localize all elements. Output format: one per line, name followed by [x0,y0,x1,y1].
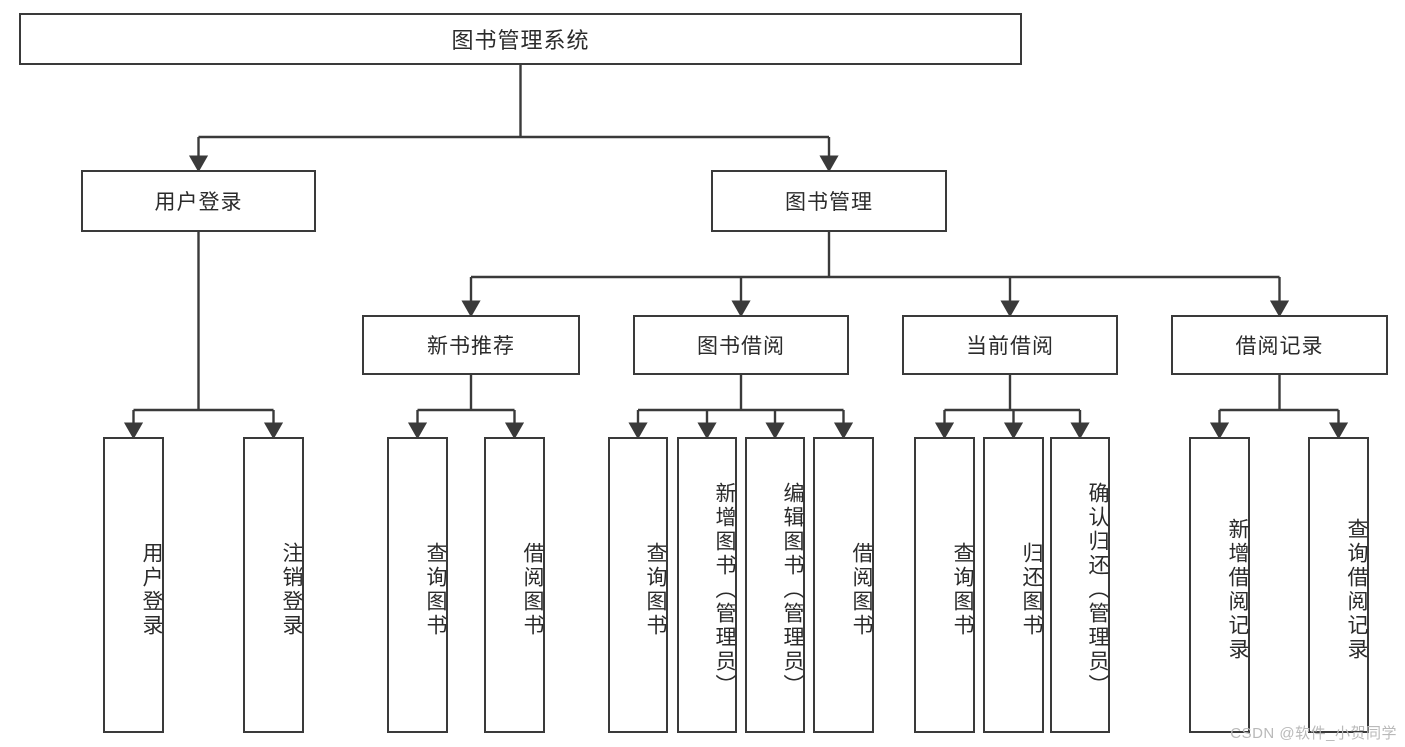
node-borrow-record[interactable]: 借阅记录 [1171,315,1388,375]
leaf-add-borrow-record[interactable]: 新增借阅记录 [1189,437,1250,733]
node-current-borrow[interactable]: 当前借阅 [902,315,1118,375]
leaf-borrow-book-new[interactable]: 借阅图书 [484,437,545,733]
leaf-return-book[interactable]: 归还图书 [983,437,1044,733]
node-new-book-recommend[interactable]: 新书推荐 [362,315,580,375]
leaf-confirm-return-admin[interactable]: 确认归还（管理员） [1050,437,1110,733]
leaf-add-book-admin[interactable]: 新增图书（管理员） [677,437,737,733]
leaf-query-book-new[interactable]: 查询图书 [387,437,448,733]
leaf-borrow-book[interactable]: 借阅图书 [813,437,874,733]
node-book-management[interactable]: 图书管理 [711,170,947,232]
leaf-logout[interactable]: 注销登录 [243,437,304,733]
leaf-query-book-borrow[interactable]: 查询图书 [608,437,668,733]
leaf-user-login[interactable]: 用户登录 [103,437,164,733]
leaf-query-book-current[interactable]: 查询图书 [914,437,975,733]
leaf-edit-book-admin[interactable]: 编辑图书（管理员） [745,437,805,733]
watermark: CSDN @软件_小贺同学 [1230,725,1397,742]
leaf-query-borrow-record[interactable]: 查询借阅记录 [1308,437,1369,733]
node-user-login[interactable]: 用户登录 [81,170,316,232]
node-book-borrow[interactable]: 图书借阅 [633,315,849,375]
node-root[interactable]: 图书管理系统 [19,13,1022,65]
